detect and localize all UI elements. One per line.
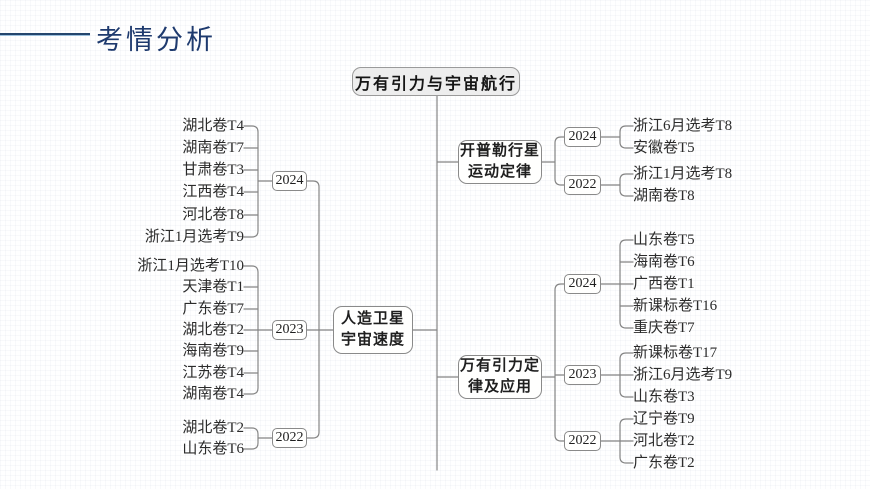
root-node: 万有引力与宇宙航行 — [352, 67, 520, 96]
exam-item: 湖南卷T4 — [182, 386, 244, 402]
node-satellite-line1: 人造卫星 — [340, 311, 405, 327]
exam-item: 江苏卷T4 — [182, 365, 244, 381]
exam-item: 浙江1月选考T8 — [633, 166, 733, 182]
grav-year-spine — [541, 283, 565, 442]
exam-item: 广东卷T2 — [633, 455, 695, 471]
node-gravitation-line2: 律及应用 — [467, 379, 532, 395]
exam-item: 辽宁卷T9 — [633, 411, 695, 427]
bracket-sat-2022 — [243, 427, 259, 450]
exam-item: 天津卷T1 — [182, 279, 244, 295]
exam-item: 湖南卷T7 — [182, 140, 244, 156]
year-badge-gravitation-2024: 2024 — [564, 274, 601, 294]
exam-item: 新课标卷T16 — [633, 298, 718, 314]
exam-item: 河北卷T8 — [182, 207, 244, 223]
exam-item: 安徽卷T5 — [633, 140, 695, 156]
exam-item: 湖北卷T2 — [182, 420, 244, 436]
year-badge-gravitation-2023: 2023 — [564, 365, 601, 385]
exam-item: 山东卷T3 — [633, 389, 695, 405]
exam-item: 浙江6月选考T9 — [633, 367, 733, 383]
node-kepler: 开普勒行星 运动定律 — [458, 140, 542, 184]
exam-item: 河北卷T2 — [633, 433, 695, 449]
bracket-sat-2024 — [243, 125, 259, 238]
header-rule — [0, 33, 90, 36]
exam-item: 广西卷T1 — [633, 276, 695, 292]
exam-item: 湖南卷T8 — [633, 188, 695, 204]
year-badge-satellite-2022: 2022 — [272, 428, 307, 448]
exam-item: 新课标卷T17 — [633, 345, 718, 361]
exam-item: 甘肃卷T3 — [182, 162, 244, 178]
exam-item: 海南卷T6 — [633, 254, 695, 270]
page-title: 考情分析 — [96, 25, 216, 55]
exam-item: 重庆卷T7 — [633, 320, 695, 336]
kepler-year-spine — [541, 136, 565, 186]
node-satellite: 人造卫星 宇宙速度 — [333, 306, 413, 354]
exam-item: 湖北卷T4 — [182, 118, 244, 134]
left-year-spine — [306, 180, 320, 439]
exam-item: 浙江1月选考T10 — [137, 258, 244, 274]
node-gravitation-line1: 万有引力定 — [459, 358, 540, 374]
node-kepler-line1: 开普勒行星 — [459, 143, 540, 159]
exam-item: 山东卷T5 — [633, 232, 695, 248]
exam-item: 广东卷T7 — [182, 301, 244, 317]
year-badge-gravitation-2022: 2022 — [564, 431, 601, 451]
year-badge-satellite-2023: 2023 — [272, 320, 307, 340]
bracket-kep-2024 — [619, 125, 634, 149]
node-kepler-line2: 运动定律 — [467, 164, 532, 180]
year-badge-satellite-2024: 2024 — [272, 171, 307, 191]
year-badge-kepler-2024: 2024 — [564, 127, 601, 147]
exam-item: 湖北卷T2 — [182, 322, 244, 338]
node-gravitation: 万有引力定 律及应用 — [458, 355, 542, 399]
node-satellite-line2: 宇宙速度 — [340, 332, 405, 348]
bracket-kep-2022 — [619, 173, 634, 197]
exam-item: 山东卷T6 — [182, 441, 244, 457]
exam-item: 浙江1月选考T9 — [144, 229, 244, 245]
year-badge-kepler-2022: 2022 — [564, 175, 601, 195]
exam-item: 江西卷T4 — [182, 184, 244, 200]
exam-item: 浙江6月选考T8 — [633, 118, 733, 134]
exam-item: 海南卷T9 — [182, 343, 244, 359]
